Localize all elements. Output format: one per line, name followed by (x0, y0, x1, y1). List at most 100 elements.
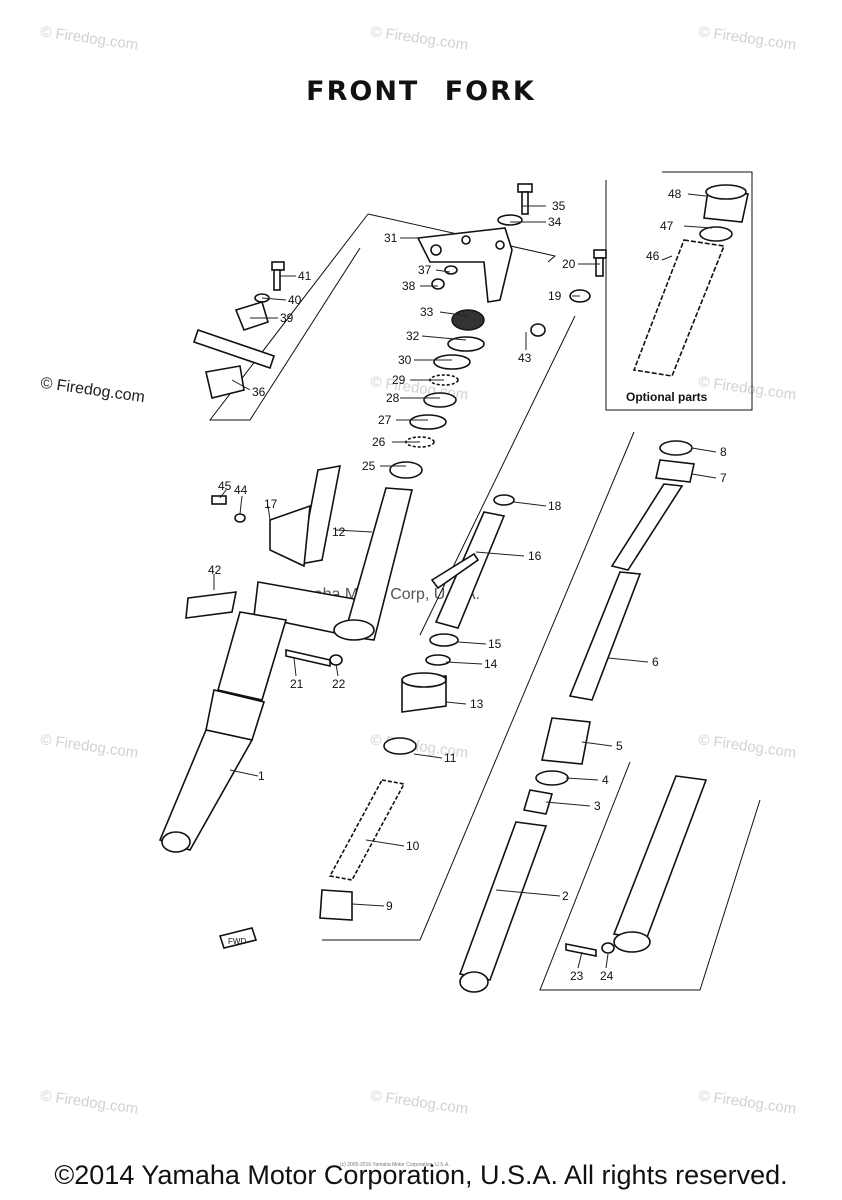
callout-11: 11 (444, 751, 457, 765)
callout-28: 28 (386, 391, 400, 405)
cap-48-top (705, 184, 747, 200)
callout-46: 46 (646, 249, 660, 263)
callout-13: 13 (470, 697, 484, 711)
callout-14: 14 (484, 657, 498, 671)
bolt-head-20 (593, 249, 607, 259)
callout-42: 42 (208, 563, 222, 577)
page-title: FRONT FORK (306, 76, 536, 107)
spring-10 (328, 779, 406, 881)
bolt-23 (565, 943, 597, 957)
axle-eye-1 (161, 831, 191, 853)
callout-38: 38 (402, 279, 416, 293)
fork-group-box (322, 431, 635, 941)
callout-8: 8 (720, 445, 727, 459)
group-box-top (367, 213, 557, 263)
nut-33 (451, 309, 485, 331)
callout-43: 43 (518, 351, 532, 365)
seal-8 (659, 440, 693, 456)
washer-34 (497, 214, 523, 226)
callout-35: 35 (552, 199, 566, 213)
callout-41: 41 (298, 269, 312, 283)
washer-44 (234, 513, 246, 523)
nut-38 (431, 278, 445, 290)
callout-5: 5 (616, 739, 623, 753)
seal-15 (429, 633, 459, 647)
inner-tube-12 (342, 487, 414, 641)
spring-cover (217, 611, 288, 701)
callout-20: 20 (562, 257, 576, 271)
tube-6-upper (610, 483, 684, 571)
optional-parts-box (605, 171, 753, 411)
washer-32 (447, 336, 485, 352)
circlip-4 (535, 770, 569, 786)
bushing-5 (541, 717, 591, 765)
callout-26: 26 (372, 435, 386, 449)
callout-21: 21 (290, 677, 304, 691)
nut-37 (444, 265, 458, 275)
nut-13-top (401, 672, 447, 688)
outer-tube-alt (612, 775, 708, 941)
piston-3 (522, 789, 554, 815)
axle-eye-2 (459, 971, 489, 993)
reflector-42 (185, 591, 238, 619)
collar-11 (383, 737, 417, 755)
tiny-copyright: (c) 2005-2016 Yamaha Motor Corporation, … (340, 1162, 450, 1168)
callout-6: 6 (652, 655, 659, 669)
washer-22 (329, 654, 343, 666)
race-30 (433, 354, 471, 370)
callout-47: 47 (660, 219, 674, 233)
callout-18: 18 (548, 499, 562, 513)
bracket-17 (269, 504, 311, 568)
callout-17: 17 (264, 497, 278, 511)
crown-12 (333, 619, 375, 641)
callout-4: 4 (602, 773, 609, 787)
callout-32: 32 (406, 329, 420, 343)
boot-46 (632, 239, 726, 377)
callout-34: 34 (548, 215, 562, 229)
bushing-7 (655, 459, 695, 483)
group-box-left-top (208, 213, 369, 421)
clamp-36 (205, 365, 245, 399)
clamp-39 (234, 300, 269, 331)
callout-33: 33 (420, 305, 434, 319)
callout-48: 48 (668, 187, 682, 201)
bolt-shank-20 (595, 257, 604, 277)
race-25 (389, 461, 423, 479)
callout-30: 30 (398, 353, 412, 367)
bracket-hole (430, 244, 442, 256)
callout-45: 45 (218, 479, 232, 493)
callout-29: 29 (392, 373, 406, 387)
lower-right-box (539, 761, 761, 991)
callout-22: 22 (332, 677, 346, 691)
callout-36: 36 (252, 385, 266, 399)
callout-3: 3 (594, 799, 601, 813)
ring-47 (699, 226, 733, 242)
callout-12: 12 (332, 525, 346, 539)
callout-9: 9 (386, 899, 393, 913)
bolt-21 (285, 648, 331, 668)
callout-19: 19 (548, 289, 562, 303)
callout-24: 24 (600, 969, 614, 983)
optional-parts-label: Optional parts (626, 390, 708, 404)
fork-tube-16 (434, 511, 506, 629)
callout-37: 37 (418, 263, 432, 277)
race-27 (409, 414, 447, 430)
washer-24 (601, 942, 615, 954)
callout-44: 44 (234, 483, 248, 497)
callout-2: 2 (562, 889, 569, 903)
bolt-shank-35 (521, 191, 529, 215)
callout-10: 10 (406, 839, 420, 853)
cap-43 (530, 323, 546, 337)
callout-15: 15 (488, 637, 502, 651)
bolt-head-35 (517, 183, 533, 193)
bracket-hole (461, 235, 471, 245)
callout-7: 7 (720, 471, 727, 485)
fwd-text: FWD (228, 937, 246, 946)
axle-eye-alt (613, 931, 651, 953)
leader-lines (213, 193, 717, 969)
outer-tube-2 (458, 821, 548, 981)
callout-27: 27 (378, 413, 392, 427)
bolt-head-41 (271, 261, 285, 271)
bolt-shank-41 (273, 269, 281, 291)
